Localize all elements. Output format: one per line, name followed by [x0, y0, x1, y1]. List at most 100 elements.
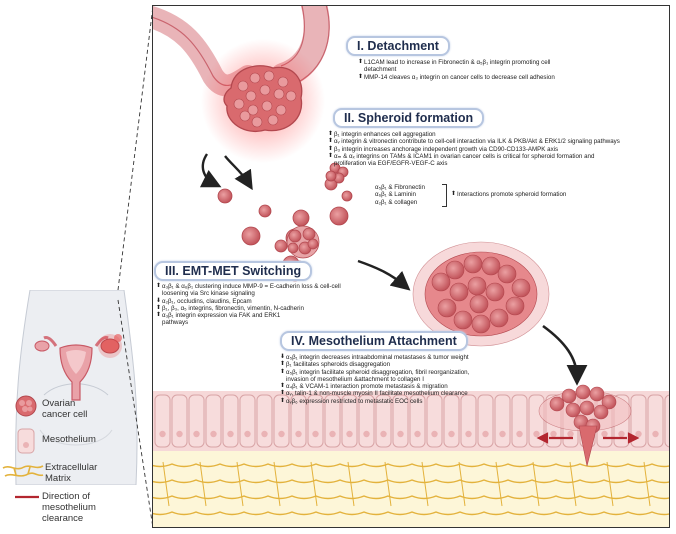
pairs-note: ⬆Interactions promote spheroid formation	[451, 191, 567, 198]
mesothelial-nucleus	[159, 430, 166, 438]
mesothelial-cell	[664, 394, 669, 448]
mesothelial-cell	[358, 394, 375, 448]
mesothelial-nucleus	[176, 430, 183, 438]
ecm-crosslink	[384, 461, 392, 507]
mesothelial-cell	[630, 394, 647, 448]
detachment-title: I. Detachment	[346, 36, 450, 56]
mesothelial-nucleus	[210, 430, 217, 438]
ecm-crosslink	[236, 461, 244, 507]
mesothelial-nucleus	[635, 430, 642, 438]
ecm-crosslink	[273, 461, 281, 507]
flow-arrow-1	[224, 155, 253, 191]
mesothelial-nucleus	[448, 430, 455, 438]
ecm-crosslink	[495, 461, 503, 507]
legend-ecm-icon	[2, 465, 44, 477]
mesothelial-cell	[205, 394, 222, 448]
mesothelial-nucleus	[414, 430, 421, 438]
ecm-crosslink	[458, 461, 466, 507]
mesothelial-nucleus	[618, 430, 625, 438]
mesothelial-cell	[239, 394, 256, 448]
legend-ovarian-label: Ovarian cancer cell	[42, 398, 88, 420]
mesothelial-nucleus	[516, 430, 523, 438]
pairs-bracket	[442, 184, 447, 207]
mesothelial-cell	[494, 394, 511, 448]
mesothelial-nucleus	[550, 430, 557, 438]
flow-arrow-3	[542, 324, 588, 386]
legend-ovarian-icon	[15, 395, 37, 417]
ecm-crosslink	[606, 461, 614, 507]
dispersed-cancer-cells	[217, 177, 353, 253]
mesothelial-nucleus	[295, 430, 302, 438]
ecm-fibers	[153, 461, 669, 516]
ecm-crosslink	[347, 461, 355, 507]
mesothelial-cell	[290, 394, 307, 448]
mesothelial-cell	[273, 394, 290, 448]
mesothelial-cell	[256, 394, 273, 448]
mesothelium-title: IV. Mesothelium Attachment	[280, 331, 468, 351]
mesothelial-nucleus	[601, 430, 608, 438]
mesothelial-cell	[477, 394, 494, 448]
body-anatomy-illustration	[15, 290, 138, 485]
mesothelial-nucleus	[363, 430, 370, 438]
legend-ecm-label: Extracellular Matrix	[45, 462, 98, 484]
ecm-crosslink	[643, 461, 651, 507]
ecm-crosslink	[310, 461, 318, 507]
ecm-fiber	[153, 511, 669, 516]
spheroid-title: II. Spheroid formation	[333, 108, 485, 128]
mesothelial-nucleus	[227, 430, 234, 438]
mesothelial-cell	[460, 394, 477, 448]
mesothelial-nucleus	[346, 430, 353, 438]
mesothelial-nucleus	[465, 430, 472, 438]
emt-title: III. EMT-MET Switching	[154, 261, 313, 281]
mesothelial-cell	[307, 394, 324, 448]
clearance-arrows	[536, 432, 640, 444]
spheroid-pairs: α₅β₁ & Fibronectin α₆β₁ & Laminin α₂β₁ &…	[375, 184, 425, 206]
legend-mesothelium-label: Mesothelium	[42, 434, 96, 445]
mesothelial-cell	[324, 394, 341, 448]
mesothelial-nucleus	[397, 430, 404, 438]
mesothelial-nucleus	[278, 430, 285, 438]
ecm-crosslink	[199, 461, 207, 507]
ecm-fiber	[153, 479, 669, 484]
ecm-crosslink	[421, 461, 429, 507]
invading-spheroid	[538, 384, 632, 467]
legend-mesothelium-icon	[17, 428, 35, 454]
main-panel: I. Detachment ⬆L1CAM lead to increase in…	[152, 5, 670, 528]
mesothelial-nucleus	[312, 430, 319, 438]
mesothelial-cell	[511, 394, 528, 448]
mesothelial-nucleus	[533, 430, 540, 438]
legend-clearance-label: Direction of mesothelium clearance	[42, 491, 96, 524]
detachment-bullets: ⬆L1CAM lead to increase in Fibronectin &…	[358, 59, 555, 81]
uterus-icon	[43, 336, 109, 347]
spheroid-bullets: ⬆β₁ integrin enhances cell aggregation ⬆…	[328, 131, 620, 168]
mesothelial-nucleus	[431, 430, 438, 438]
mesothelial-cell	[375, 394, 392, 448]
extracellular-matrix	[153, 451, 669, 527]
mesothelial-nucleus	[193, 430, 200, 438]
mesothelial-nucleus	[482, 430, 489, 438]
mesothelial-cell	[222, 394, 239, 448]
mesothelial-nucleus	[329, 430, 336, 438]
legend-clearance-arrow-icon	[15, 495, 39, 499]
mesothelial-nucleus	[669, 431, 670, 437]
mesothelial-cell	[409, 394, 426, 448]
large-spheroid	[412, 241, 550, 347]
emt-bullets: ⬆α₃β₁ & α₆β₁ clustering induce MMP-9 = E…	[156, 283, 341, 327]
mesothelial-nucleus	[380, 430, 387, 438]
mesothelial-nucleus	[652, 430, 659, 438]
mesothelial-nucleus	[567, 430, 574, 438]
ecm-crosslink	[532, 461, 540, 507]
mesothelial-cell	[188, 394, 205, 448]
ecm-crosslink	[569, 461, 577, 507]
pathway-artwork	[153, 6, 670, 527]
mesothelial-cell	[443, 394, 460, 448]
mesothelial-cell	[426, 394, 443, 448]
mesothelial-cell	[341, 394, 358, 448]
spheroid-cluster	[286, 225, 320, 259]
mesothelial-cell	[154, 394, 171, 448]
mesothelial-nucleus	[261, 430, 268, 438]
mesothelial-cell	[647, 394, 664, 448]
flow-arrow-2	[357, 259, 411, 291]
mesothelial-cell	[171, 394, 188, 448]
